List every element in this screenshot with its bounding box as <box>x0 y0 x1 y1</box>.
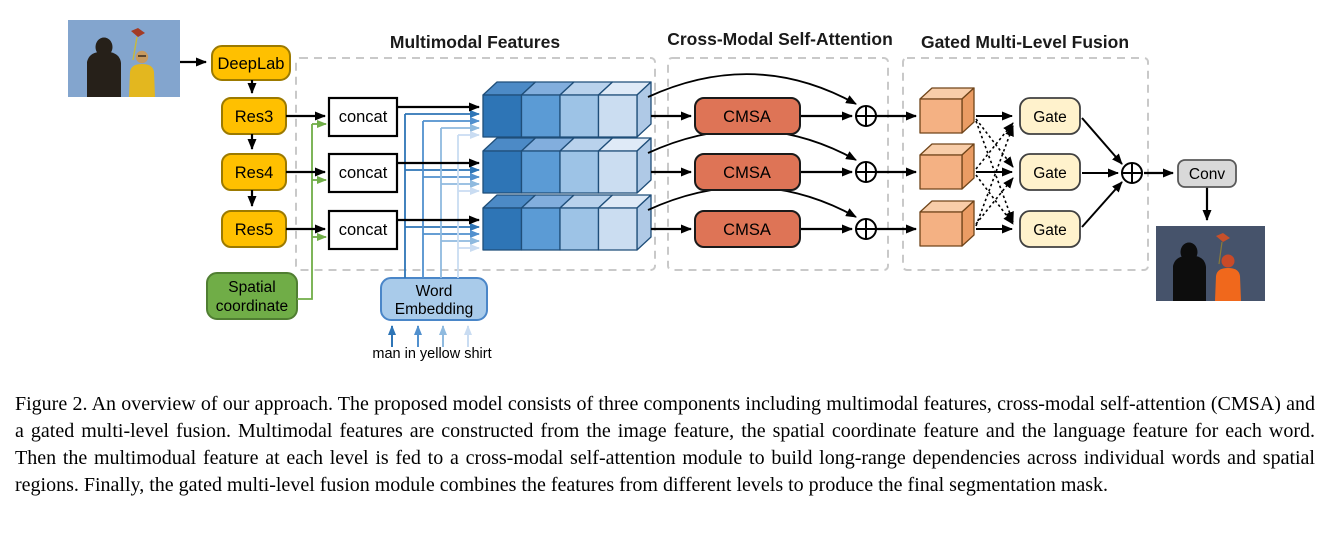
svg-text:Gate: Gate <box>1033 165 1067 182</box>
gate-box-1: Gate <box>1019 97 1081 135</box>
svg-text:Res4: Res4 <box>235 164 274 182</box>
residual-skip-curves <box>647 73 857 218</box>
query-text: man in yellow shirt <box>372 346 491 362</box>
concat-box-1: concat <box>327 96 399 138</box>
kite <box>131 28 145 37</box>
final-sum-node <box>1121 162 1143 184</box>
svg-text:concat: concat <box>339 108 388 126</box>
feature-cube-row-1 <box>482 81 652 138</box>
person-segmentation-mask <box>1215 254 1241 301</box>
feature-cube-row-2 <box>482 137 652 194</box>
svg-text:concat: concat <box>339 221 388 239</box>
svg-text:DeepLab: DeepLab <box>218 55 285 73</box>
input-image <box>68 20 180 97</box>
svg-text:coordinate: coordinate <box>216 298 288 315</box>
fusion-section-title: Gated Multi-Level Fusion <box>921 32 1129 52</box>
res5-box: Res5 <box>221 210 287 248</box>
gate-box-3: Gate <box>1019 210 1081 248</box>
figure-caption: Figure 2. An overview of our approach. T… <box>15 393 1315 496</box>
word-input-arrows <box>388 325 472 347</box>
svg-text:CMSA: CMSA <box>723 164 771 182</box>
cmsa-section-frame <box>667 57 889 271</box>
cmsa-section-title: Cross-Modal Self-Attention <box>667 29 893 49</box>
feature-cube-row-3 <box>482 194 652 251</box>
svg-text:Res3: Res3 <box>235 108 274 126</box>
svg-text:Spatial: Spatial <box>228 279 275 296</box>
res3-box: Res3 <box>221 97 287 135</box>
architecture-diagram: Multimodal Features Cross-Modal Self-Att… <box>68 20 1265 362</box>
fusion-cube-1 <box>919 87 975 134</box>
fusion-cross-arrows <box>975 118 1014 227</box>
deeplab-box: DeepLab <box>211 45 291 81</box>
word-embedding-box: Word Embedding <box>380 277 488 321</box>
output-image <box>1156 226 1265 301</box>
concat-box-3: concat <box>327 209 399 251</box>
person-left-silhouette <box>87 37 121 97</box>
multimodal-section-title: Multimodal Features <box>390 32 560 52</box>
conv-box: Conv <box>1177 159 1237 188</box>
svg-text:Gate: Gate <box>1033 109 1067 126</box>
spatial-coordinate-connectors <box>297 120 327 300</box>
section-gated-multi-level-fusion: Gated Multi-Level Fusion <box>902 32 1149 271</box>
word-feature-connectors <box>404 110 480 278</box>
fusion-section-frame <box>902 57 1149 271</box>
output-arrows <box>1144 168 1212 221</box>
gate-box-2: Gate <box>1019 153 1081 191</box>
plus-circle-icon-2 <box>855 161 877 183</box>
fusion-cube-2 <box>919 143 975 190</box>
svg-text:concat: concat <box>339 164 388 182</box>
cmsa-box-3: CMSA <box>694 210 801 248</box>
gate-output-arrows <box>1081 117 1123 228</box>
spatial-coordinate-box: Spatial coordinate <box>206 272 298 320</box>
section-multimodal-features: Multimodal Features <box>295 32 656 271</box>
svg-text:Word: Word <box>416 283 453 300</box>
section-cross-modal-self-attention: Cross-Modal Self-Attention <box>667 29 893 271</box>
person-yellow-shirt <box>129 50 155 97</box>
kite <box>1216 233 1230 242</box>
person-left-silhouette <box>1173 242 1206 301</box>
svg-text:CMSA: CMSA <box>723 221 771 239</box>
res4-box: Res4 <box>221 153 287 191</box>
svg-text:Embedding: Embedding <box>395 301 473 318</box>
fusion-cube-3 <box>919 200 975 247</box>
svg-text:Conv: Conv <box>1189 166 1225 183</box>
sum-nodes <box>855 105 877 240</box>
plus-circle-icon-1 <box>855 105 877 127</box>
svg-text:Res5: Res5 <box>235 221 274 239</box>
cmsa-box-2: CMSA <box>694 153 801 191</box>
concat-box-2: concat <box>327 152 399 194</box>
multimodal-section-frame <box>295 57 656 271</box>
black-arrows <box>180 57 917 234</box>
cmsa-box-1: CMSA <box>694 97 801 135</box>
fusion-solid-arrows <box>976 111 1013 234</box>
plus-circle-icon-3 <box>855 218 877 240</box>
svg-text:CMSA: CMSA <box>723 108 771 126</box>
svg-text:Gate: Gate <box>1033 222 1067 239</box>
